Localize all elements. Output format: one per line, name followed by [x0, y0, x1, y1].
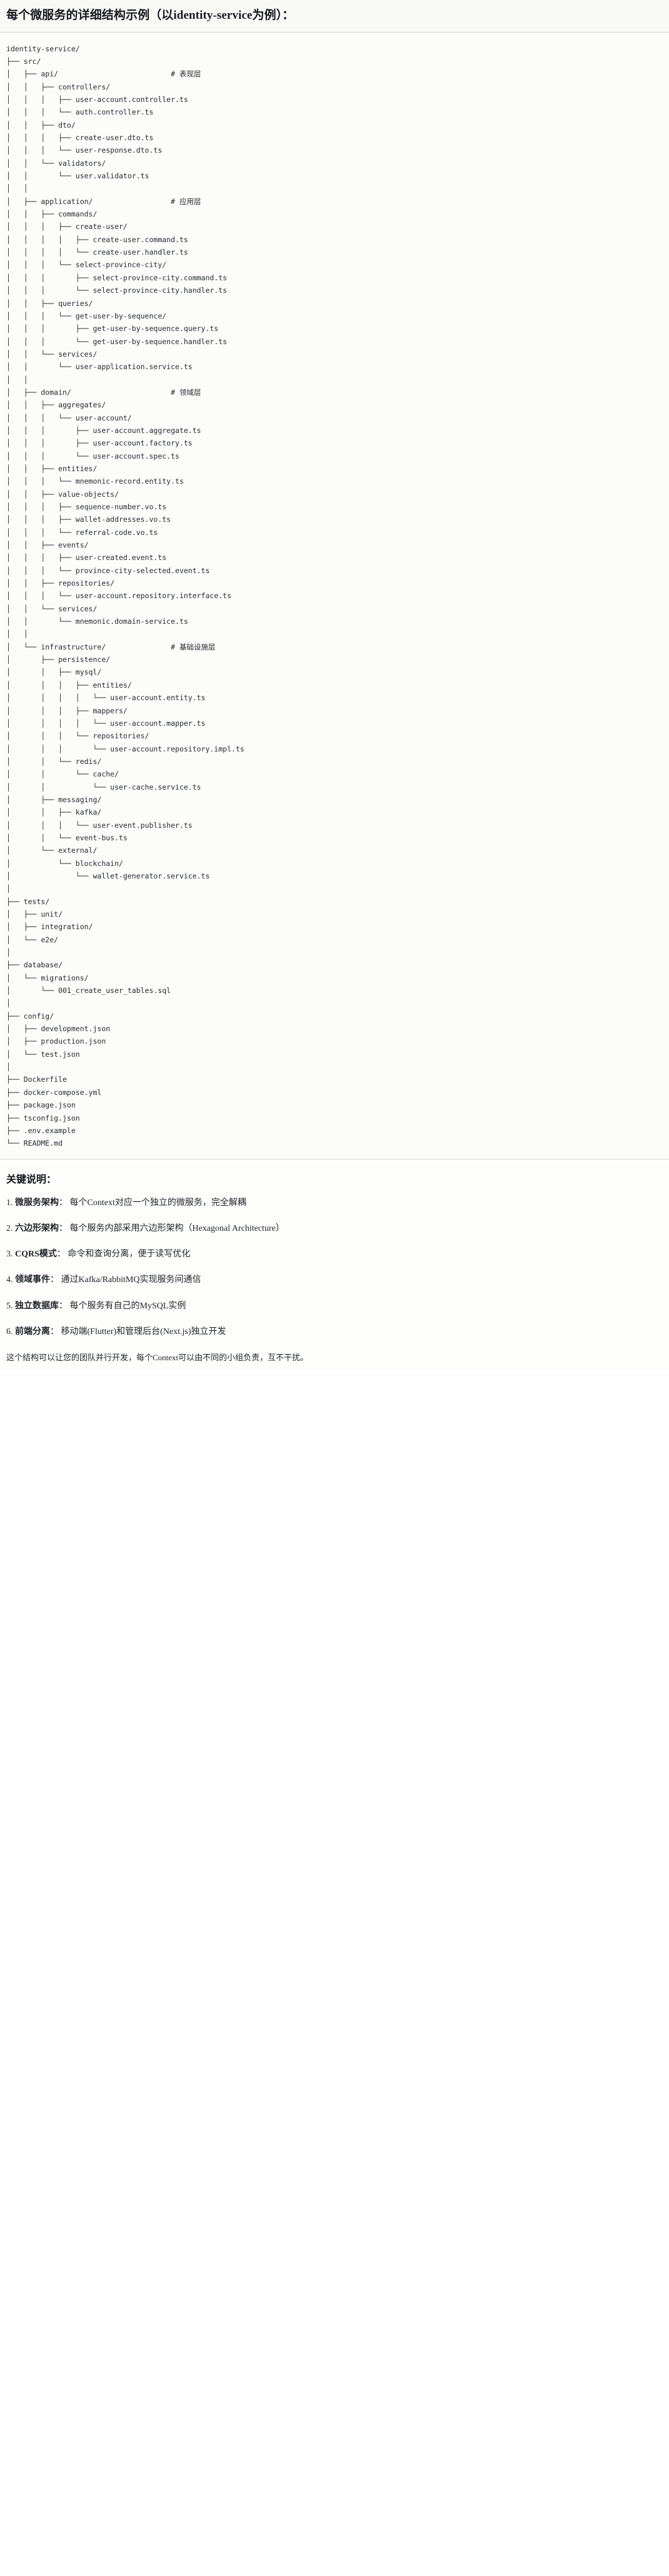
- list-item-number: 5.: [6, 1301, 13, 1311]
- key-notes-title: 关键说明：: [6, 1174, 57, 1185]
- list-item-separator: ：: [59, 1301, 68, 1311]
- list-item: 6. 前端分离： 移动端(Flutter)和管理后台(Next.js)独立开发: [6, 1326, 663, 1338]
- list-item-description: 命令和查询分离，便于读写优化: [68, 1250, 191, 1260]
- list-item-term: CQRS模式: [15, 1250, 57, 1260]
- list-item: 3. CQRS模式： 命令和查询分离，便于读写优化: [6, 1248, 663, 1261]
- list-item-separator: ：: [56, 1250, 66, 1260]
- list-item-term: 领域事件: [15, 1275, 50, 1285]
- list-item-term: 微服务架构: [15, 1198, 59, 1208]
- list-item: 5. 独立数据库： 每个服务有自己的MySQL实例: [6, 1300, 663, 1313]
- list-item-number: 2.: [6, 1223, 13, 1233]
- directory-tree-text: identity-service/ ├── src/ │ ├── api/ # …: [6, 44, 244, 1148]
- list-item-separator: ：: [50, 1275, 59, 1285]
- list-item-term: 独立数据库: [15, 1301, 59, 1311]
- key-notes-list: 1. 微服务架构： 每个Context对应一个独立的微服务，完全解耦 2. 六边…: [6, 1197, 663, 1339]
- list-item-number: 4.: [6, 1275, 13, 1285]
- list-item-description: 每个服务内部采用六边形架构（Hexagonal Architecture）: [69, 1223, 284, 1233]
- list-item-term: 前端分离: [15, 1327, 50, 1337]
- list-item-description: 移动端(Flutter)和管理后台(Next.js)独立开发: [61, 1327, 226, 1337]
- list-item: 1. 微服务架构： 每个Context对应一个独立的微服务，完全解耦: [6, 1197, 663, 1209]
- list-item-description: 通过Kafka/RabbitMQ实现服务间通信: [61, 1275, 201, 1285]
- list-item-separator: ：: [59, 1223, 68, 1233]
- page-title: 每个微服务的详细结构示例（以identity-service为例）：: [6, 9, 294, 22]
- list-item-description: 每个服务有自己的MySQL实例: [69, 1301, 186, 1311]
- list-item-separator: ：: [50, 1327, 59, 1337]
- list-item-description: 每个Context对应一个独立的微服务，完全解耦: [69, 1198, 246, 1208]
- list-item: 2. 六边形架构： 每个服务内部采用六边形架构（Hexagonal Archit…: [6, 1223, 663, 1235]
- list-item-number: 1.: [6, 1198, 13, 1208]
- document-heading-band: 每个微服务的详细结构示例（以identity-service为例）：: [0, 0, 669, 33]
- list-item-number: 3.: [6, 1250, 13, 1260]
- list-item-separator: ：: [59, 1198, 68, 1208]
- list-item-number: 6.: [6, 1327, 13, 1337]
- list-item: 4. 领域事件： 通过Kafka/RabbitMQ实现服务间通信: [6, 1274, 663, 1286]
- list-item-term: 六边形架构: [15, 1223, 59, 1233]
- key-notes-section: 关键说明： 1. 微服务架构： 每个Context对应一个独立的微服务，完全解耦…: [0, 1159, 669, 1370]
- directory-tree-block: identity-service/ ├── src/ │ ├── api/ # …: [0, 32, 669, 1159]
- closing-paragraph: 这个结构可以让您的团队并行开发，每个Context可以由不同的小组负责，互不干扰…: [6, 1353, 309, 1363]
